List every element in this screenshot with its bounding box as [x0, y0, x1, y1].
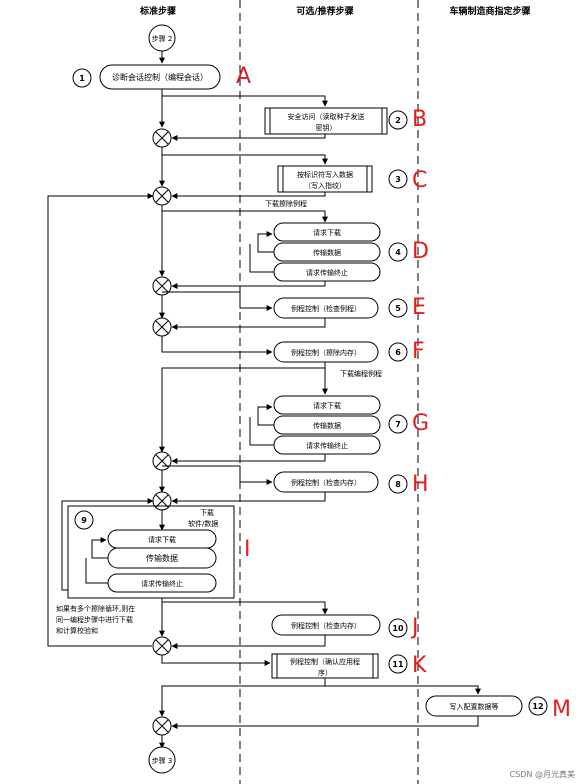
node-9-exit: 请求传输终止: [141, 579, 183, 588]
letter-m: M: [552, 697, 571, 722]
node-9-title-a: 下载: [200, 508, 214, 517]
node-1: [99, 64, 221, 90]
step-number-2: 2: [395, 116, 401, 125]
loop-note-b: 同一编程步骤中进行下载: [56, 615, 133, 624]
node-3-label-b: （写入指纹）: [304, 181, 346, 190]
loop-note-a: 如果有多个擦除循环,则在: [56, 604, 135, 613]
end-node: [148, 746, 176, 774]
merge-node-5: [152, 451, 172, 471]
merge-node-6: [152, 491, 172, 511]
node-3-label-a: 按标识符写入数据: [297, 170, 353, 179]
step-number-10: 10: [392, 624, 404, 633]
node-4-title: 下载擦除例程: [265, 199, 307, 208]
node-2-label-a: 安全访问（读取种子发送: [288, 112, 365, 121]
letter-g: G: [412, 411, 429, 436]
node-10: [271, 614, 381, 636]
group-i: [67, 505, 235, 599]
node-11-label-a: 例程控制（确认应用程: [290, 657, 360, 666]
loop-note-c: 和计算校验和: [56, 626, 98, 635]
node-11: [271, 653, 379, 679]
header-oem: 车辆制造商指定步骤: [449, 5, 530, 17]
merge-node-3: [152, 276, 172, 296]
merge-node-1: [152, 128, 172, 148]
node-5: [273, 297, 379, 319]
header-standard: 标准步骤: [139, 5, 176, 17]
watermark: CSDN @月光真美: [510, 769, 575, 779]
step-number-1-label: 1: [79, 74, 85, 83]
node-1-label: 诊断会话控制（编程会话）: [112, 72, 208, 82]
step-number-8: 8: [395, 480, 401, 489]
node-10-label: 例程控制（检查内存）: [291, 621, 361, 630]
node-4-transfer: 传输数据: [313, 248, 341, 257]
letter-d: D: [412, 239, 429, 264]
step-number-4: 4: [395, 248, 401, 257]
step-number-5: 5: [395, 304, 401, 313]
merge-node-7: [152, 636, 172, 656]
step-number-6: 6: [395, 348, 401, 357]
node-9-request: 请求下载: [148, 535, 176, 544]
header-optional: 可选/推荐步骤: [296, 5, 353, 17]
node-7-exit: 请求传输终止: [306, 441, 348, 450]
node-8-label: 例程控制（检查内存）: [291, 478, 361, 487]
node-9-title-b: 软件/数据: [188, 519, 218, 528]
start-label: 步骤 2: [152, 34, 173, 43]
merge-node-4: [152, 317, 172, 337]
node-11-label-b: 序）: [318, 668, 332, 677]
node-2: [264, 107, 388, 135]
node-5-label: 例程控制（检查例程）: [291, 304, 361, 313]
end-label: 步骤 3: [152, 756, 173, 765]
letter-k: K: [412, 653, 427, 678]
step-number-3: 3: [395, 175, 401, 184]
node-4-request: 请求下载: [313, 228, 341, 237]
step-number-7: 7: [395, 420, 401, 429]
letter-j: J: [410, 615, 419, 640]
node-6: [273, 341, 379, 363]
node-3: [277, 165, 373, 193]
letter-a: A: [236, 64, 251, 89]
step-number-1: [72, 68, 92, 88]
node-7-title: 下载编程例程: [340, 369, 382, 378]
letter-c: C: [412, 168, 427, 193]
step-number-11: 11: [392, 660, 404, 669]
letter-f: F: [412, 339, 425, 364]
node-7-transfer: 传输数据: [313, 421, 341, 430]
node-9-transfer: 传输数据: [146, 553, 178, 563]
merge-node-2: [152, 186, 172, 206]
letter-h: H: [412, 472, 429, 497]
node-12: [425, 695, 523, 717]
node-7-request: 请求下载: [313, 401, 341, 410]
node-12-label: 写入配置数据等: [450, 702, 499, 711]
letter-i: I: [244, 537, 251, 562]
merge-node-8: [152, 716, 172, 736]
node-8: [273, 471, 379, 493]
node-4-exit: 请求传输终止: [306, 268, 348, 277]
step-number-12: 12: [532, 702, 543, 711]
node-6-label: 例程控制（擦除内存）: [291, 348, 361, 357]
letter-b: B: [412, 107, 427, 132]
node-2-label-b: 密钥）: [316, 123, 337, 132]
letter-e: E: [412, 295, 426, 320]
step-number-9: 9: [81, 516, 87, 525]
